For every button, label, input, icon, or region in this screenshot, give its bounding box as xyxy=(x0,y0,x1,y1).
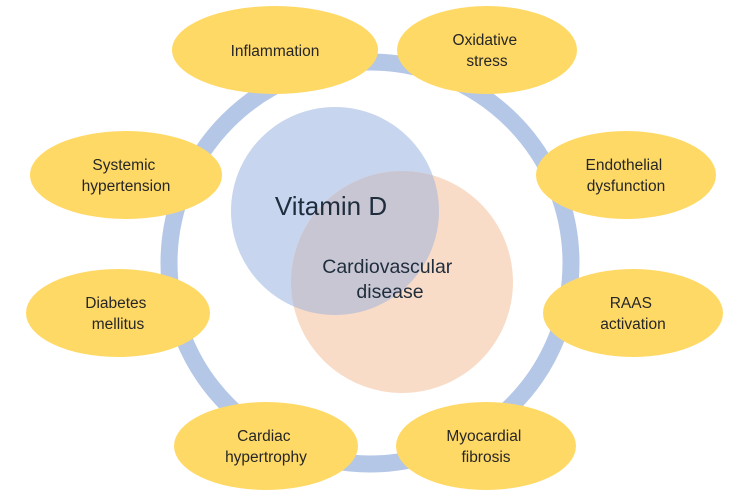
factor-ellipse xyxy=(172,6,378,94)
factor-systemic-hypertension: Systemic hypertension xyxy=(30,131,222,219)
factor-label: Diabetes mellitus xyxy=(85,295,151,333)
factor-label-line: Systemic xyxy=(92,157,155,174)
factor-label-line: Endothelial xyxy=(585,157,662,174)
factor-label-line: mellitus xyxy=(92,316,145,333)
factor-label-line: RAAS xyxy=(610,295,652,312)
factor-label-line: Diabetes xyxy=(85,295,146,312)
factor-inflammation: Inflammation xyxy=(172,6,378,94)
factor-label: Endothelial dysfunction xyxy=(585,157,666,195)
factor-label-line: hypertrophy xyxy=(225,449,307,466)
factor-label-line: hypertension xyxy=(82,178,171,195)
factor-diabetes-mellitus: Diabetes mellitus xyxy=(26,269,210,357)
cardiovascular-disease-label: Cardiovascular disease xyxy=(322,256,457,303)
factor-label: Systemic hypertension xyxy=(82,157,171,195)
factor-oxidative-stress: Oxidative stress xyxy=(397,6,577,94)
venn-overlap xyxy=(291,171,439,315)
factor-label-line: fibrosis xyxy=(461,449,510,466)
factor-endothelial-dysfunction: Endothelial dysfunction xyxy=(536,131,716,219)
factor-ellipse xyxy=(536,131,716,219)
factor-label: Cardiac hypertrophy xyxy=(225,428,307,466)
factor-ellipse xyxy=(397,6,577,94)
vitamin-d-label: Vitamin D xyxy=(275,191,387,221)
factor-ellipse xyxy=(396,402,576,490)
factor-label-line: dysfunction xyxy=(587,178,665,195)
factor-label: Myocardial fibrosis xyxy=(446,428,525,466)
factor-ellipse xyxy=(174,402,358,490)
factor-label-line: activation xyxy=(600,316,665,333)
factor-label-line: Inflammation xyxy=(231,43,320,60)
factor-label-line: Myocardial xyxy=(446,428,521,445)
factor-label: Oxidative stress xyxy=(453,32,522,70)
factor-raas-activation: RAAS activation xyxy=(543,269,723,357)
factor-label-line: stress xyxy=(466,53,508,70)
factor-label: RAAS activation xyxy=(600,295,665,333)
factor-cardiac-hypertrophy: Cardiac hypertrophy xyxy=(174,402,358,490)
cardiovascular-disease-label-line: Cardiovascular xyxy=(322,256,453,278)
factor-myocardial-fibrosis: Myocardial fibrosis xyxy=(396,402,576,490)
factor-ellipse xyxy=(543,269,723,357)
factor-label: Inflammation xyxy=(231,43,320,60)
factor-label-line: Oxidative xyxy=(453,32,518,49)
factor-label-line: Cardiac xyxy=(237,428,291,445)
factor-ellipse xyxy=(30,131,222,219)
factor-ellipse xyxy=(26,269,210,357)
cardiovascular-disease-label-line: disease xyxy=(356,281,423,303)
